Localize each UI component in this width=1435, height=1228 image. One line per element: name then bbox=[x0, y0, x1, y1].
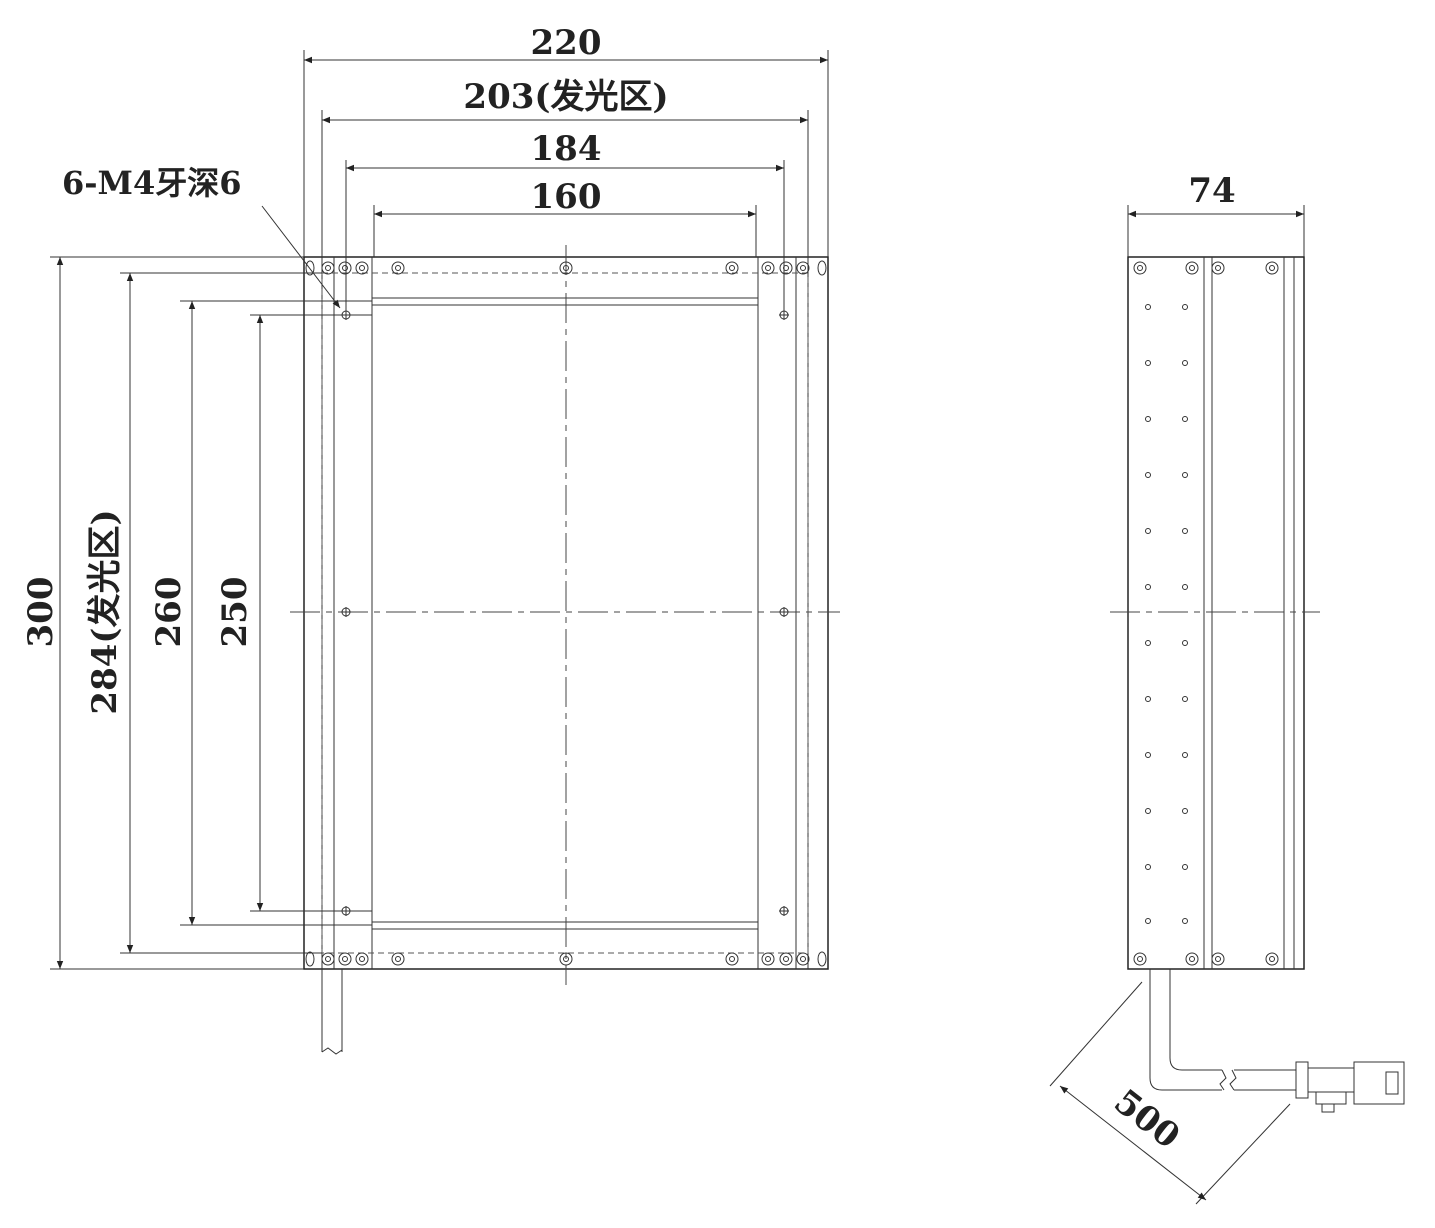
m4-threaded-holes bbox=[341, 310, 789, 916]
dim-label-500: 500 bbox=[1106, 1082, 1187, 1157]
side-vent-holes bbox=[1145, 304, 1188, 924]
dim-label-300: 300 bbox=[21, 577, 61, 648]
side-outer-frame bbox=[1127, 256, 1305, 970]
dim-label-284: 284(发光区) bbox=[85, 509, 125, 714]
front-cable bbox=[321, 969, 343, 1055]
bottom-screw-holes bbox=[305, 951, 827, 967]
thread-note-label: 6-M4牙深6 bbox=[62, 164, 242, 202]
side-view: 74 500 bbox=[1049, 171, 1405, 1205]
dim-label-220: 220 bbox=[531, 23, 602, 63]
dim-label-203: 203(发光区) bbox=[463, 77, 668, 117]
dim-label-160: 160 bbox=[531, 177, 602, 217]
connector bbox=[1295, 1061, 1405, 1113]
dim-label-74: 74 bbox=[1188, 171, 1235, 211]
side-cable bbox=[1149, 969, 1296, 1091]
dim-label-250: 250 bbox=[215, 577, 255, 648]
dim-label-260: 260 bbox=[149, 577, 189, 648]
emitting-area-outline bbox=[321, 272, 809, 954]
front-view: 220 203(发光区) 184 160 6-M4牙深6 300 284(发光区… bbox=[21, 23, 840, 1055]
top-screw-holes bbox=[305, 260, 827, 276]
dim-label-184: 184 bbox=[531, 129, 602, 169]
dim-line-500 bbox=[1059, 1085, 1207, 1201]
side-screw-holes bbox=[1133, 261, 1279, 966]
